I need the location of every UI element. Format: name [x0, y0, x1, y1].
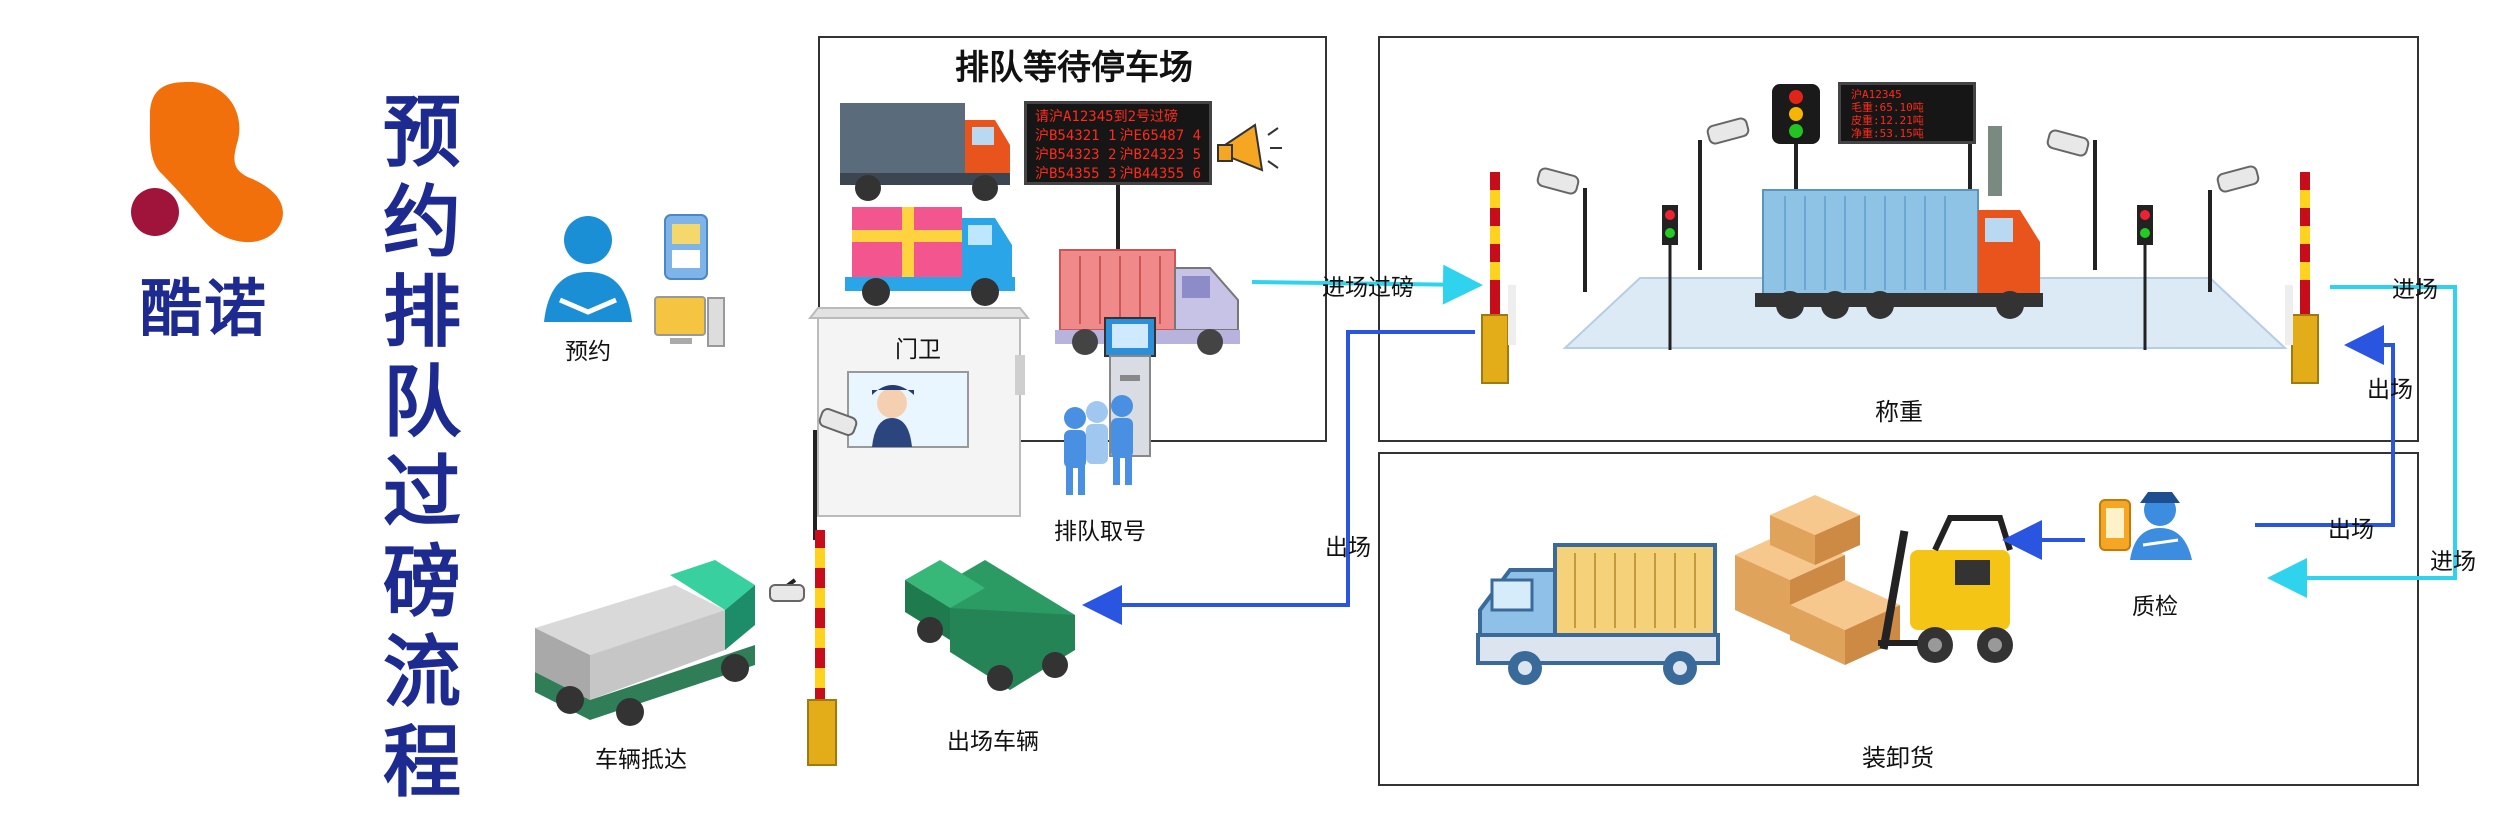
loading-title: 装卸货 [1862, 744, 1934, 772]
truck-gray-icon [840, 103, 1010, 201]
truck-arrival-icon [535, 560, 755, 726]
boxes-icon [1735, 495, 1900, 665]
forklift-icon [1878, 515, 2013, 663]
gatehouse-label: 门卫 [895, 337, 941, 363]
camera-icon [2046, 129, 2097, 270]
led-row: 沪B54323 2 沪B24323 5 [1035, 146, 1201, 165]
computer-icon [654, 296, 725, 347]
camera-icon [2208, 165, 2260, 292]
truck-blue-icon [845, 207, 1015, 306]
exit-vehicle-label: 出场车辆 [947, 729, 1039, 755]
weighing-title: 称重 [1875, 398, 1923, 426]
scale-led-line: 沪A12345 [1851, 88, 1902, 101]
inspector-icon [2099, 492, 2192, 560]
container-truck-red-icon [1755, 189, 2043, 319]
led-cell: 沪B54321 1 [1035, 128, 1117, 144]
flow-arrow-exit-up [2255, 325, 2395, 527]
page-title: 预约排队过磅流程 [382, 88, 461, 808]
barrier-gate-icon [1481, 172, 1516, 384]
green-truck-icon [905, 560, 1075, 691]
led-row: 沪B54355 3 沪B44355 6 [1035, 165, 1201, 184]
brand-logo-icon [131, 82, 283, 243]
scale-led-board: 沪A12345 毛重:65.10吨 皮重:12.21吨 净重:53.15吨 [1838, 82, 1976, 144]
phone-icon [664, 214, 708, 280]
reservation-label: 预约 [565, 339, 611, 365]
sensor-post [1988, 126, 2002, 196]
led-header: 请沪A12345到2号过磅 [1035, 109, 1179, 125]
flow-label-exit-right-top: 出场 [2367, 377, 2413, 403]
led-cell: 沪E65487 4 [1119, 128, 1201, 144]
flow-label-exit-left: 出场 [1325, 535, 1371, 561]
people-icon [1064, 395, 1133, 495]
led-cell: 沪B44355 6 [1119, 166, 1201, 182]
scale-led-line: 皮重:12.21吨 [1851, 114, 1924, 127]
gatehouse-booth [807, 307, 1031, 517]
flow-label-enter-right-top: 进场 [2392, 277, 2438, 303]
barrier-gate-icon [769, 530, 837, 766]
flow-label-enter-weighing: 进场过磅 [1322, 275, 1414, 301]
guard-icon [872, 385, 914, 447]
led-row: 沪B54321 1 沪E65487 4 [1035, 127, 1201, 146]
quality-inspection-label: 质检 [2132, 594, 2178, 620]
container-truck-icon [1055, 249, 1240, 355]
megaphone-icon [1217, 123, 1282, 172]
flow-arrow-enter-weighing [1251, 264, 1483, 305]
traffic-light-icon [1662, 205, 2153, 350]
barrier-gate-icon [2285, 172, 2319, 384]
traffic-light-icon [1772, 84, 1820, 190]
led-cell: 沪B24323 5 [1119, 147, 1201, 163]
led-cell: 沪B54323 2 [1035, 147, 1117, 163]
brand-name: 酷诺 [140, 272, 269, 345]
queue-led-board: 请沪A12345到2号过磅 沪B54321 1 沪E65487 4 沪B5432… [1024, 101, 1212, 185]
camera-icon [1698, 117, 1750, 270]
vehicle-arrival-label: 车辆抵达 [595, 747, 687, 773]
take-number-label: 排队取号 [1054, 519, 1146, 545]
led-cell: 沪B54355 3 [1035, 166, 1117, 182]
person-icon [544, 216, 632, 322]
flow-label-exit-middle: 出场 [2328, 517, 2374, 543]
camera-icon [1536, 167, 1587, 292]
box-truck-icon [1476, 543, 1720, 685]
flow-label-enter-right-bottom: 进场 [2430, 549, 2476, 575]
flow-arrow-exit-left [1082, 330, 1475, 625]
camera-icon [813, 408, 858, 540]
queue-lot-title: 排队等待停车场 [955, 48, 1193, 88]
scale-led-line: 净重:53.15吨 [1851, 127, 1924, 140]
scale-led-line: 毛重:65.10吨 [1851, 101, 1924, 114]
flow-arrow-enter-right [2267, 285, 2457, 598]
